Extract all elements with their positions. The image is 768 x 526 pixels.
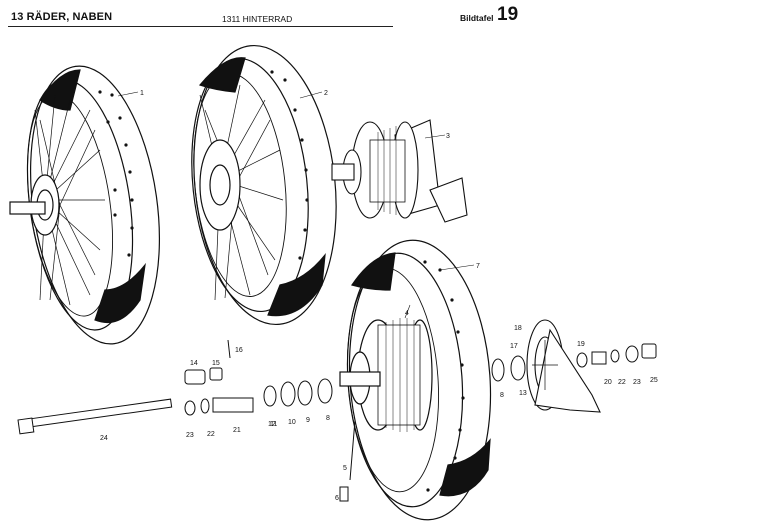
callout-labels: 1 2 3 4 5 6 7 8 8 9 10 11 13 14 15 16 17… <box>100 90 658 502</box>
callout-24: 24 <box>100 435 108 442</box>
callout-18: 18 <box>514 325 522 332</box>
axle-24 <box>21 398 173 429</box>
wheel-assembly-1 <box>9 65 161 345</box>
callout-19: 19 <box>577 341 585 348</box>
callout-1: 1 <box>140 90 144 97</box>
callout-3: 3 <box>446 133 450 140</box>
callout-14: 14 <box>190 360 198 367</box>
plate-label: Bildtafel <box>460 13 494 23</box>
callout-16: 16 <box>235 347 243 354</box>
callout-21: 21 <box>233 427 241 434</box>
callout-2: 2 <box>324 90 328 97</box>
callout-leaders <box>117 91 475 319</box>
callout-22-left: 22 <box>207 431 215 438</box>
callout-23-left: 23 <box>186 432 194 439</box>
wheel-assembly-2 <box>191 44 337 326</box>
callout-9: 9 <box>306 417 310 424</box>
subsection-title: 1311 HINTERRAD <box>222 14 293 24</box>
callout-25: 25 <box>650 377 658 384</box>
small-parts <box>17 339 657 502</box>
wheel-assembly-7 <box>339 239 492 521</box>
header-rule <box>8 26 393 27</box>
callout-7: 7 <box>476 263 480 270</box>
section-title: 13 RÄDER, NABEN <box>11 11 113 23</box>
callout-8-left: 8 <box>326 415 330 422</box>
callout-20: 20 <box>604 379 612 386</box>
rear-hub-3 <box>331 119 468 223</box>
callout-6: 6 <box>335 495 339 502</box>
hub-4-fins <box>385 318 415 432</box>
callout-15: 15 <box>212 360 220 367</box>
callout-12: 12 <box>268 421 276 428</box>
wheel-7-rim-holes <box>423 260 465 492</box>
hub-3-fins <box>377 126 397 215</box>
callout-11: 11 <box>270 421 277 428</box>
callout-13: 13 <box>519 390 527 397</box>
wheel-1-rim-holes <box>98 90 134 257</box>
callout-10: 10 <box>288 419 296 426</box>
callout-4: 4 <box>405 310 409 317</box>
callout-22-right: 22 <box>618 379 626 386</box>
callout-8-right: 8 <box>500 392 504 399</box>
wheel-2-rim-holes <box>270 70 309 302</box>
plate-number: 19 <box>497 4 519 25</box>
callout-17: 17 <box>510 343 518 350</box>
callout-23-right: 23 <box>633 379 641 386</box>
page-header: 13 RÄDER, NABEN 1311 HINTERRAD Bildtafel… <box>0 0 768 34</box>
brake-carrier-18 <box>526 319 601 413</box>
callout-5: 5 <box>343 465 347 472</box>
